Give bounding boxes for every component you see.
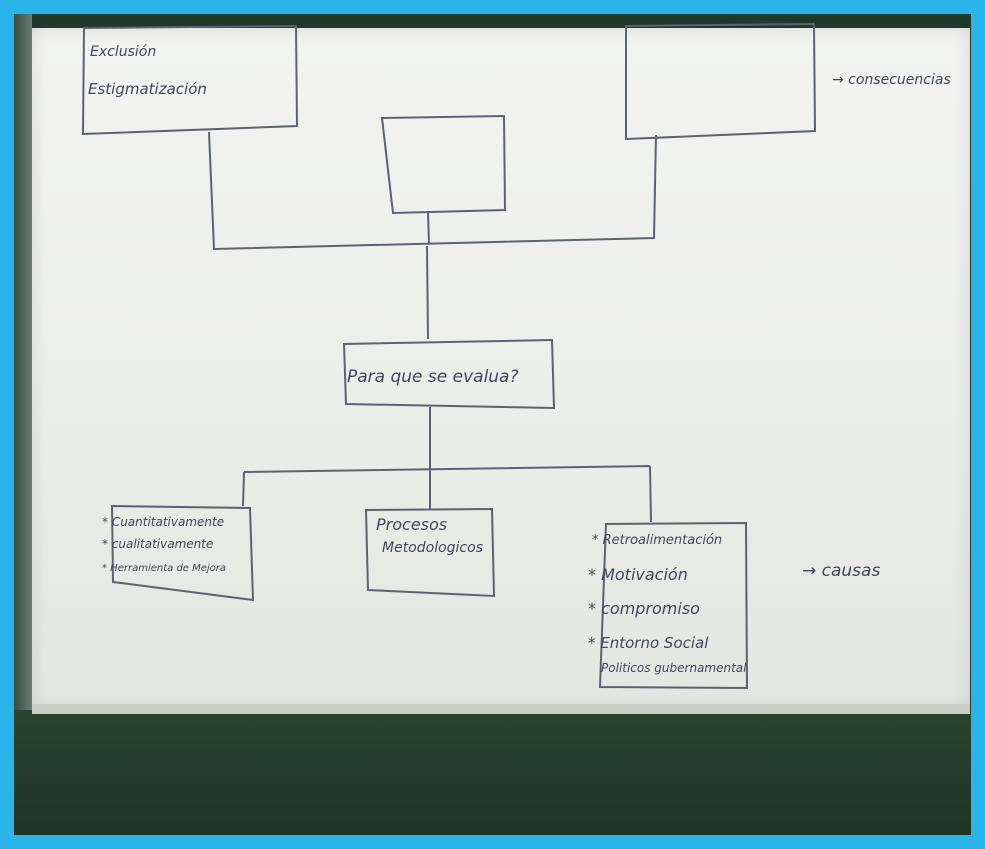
box-bottom-right bbox=[598, 521, 749, 690]
board-left-edge bbox=[14, 14, 32, 714]
middle-line-2: Metodologicos bbox=[382, 540, 483, 556]
right-item-3: * compromiso bbox=[588, 599, 700, 618]
green-wall bbox=[14, 710, 971, 835]
label-causes: → causas bbox=[802, 561, 880, 581]
middle-line-1: Procesos bbox=[376, 515, 447, 534]
box-top-right bbox=[625, 22, 817, 141]
whiteboard bbox=[32, 28, 970, 710]
right-item-1: * Retroalimentación bbox=[592, 533, 722, 548]
text-central-question: Para que se evalua? bbox=[347, 367, 519, 387]
box-bottom-left bbox=[110, 504, 255, 602]
box-central bbox=[342, 338, 556, 410]
text-exclusion: Exclusión bbox=[90, 44, 156, 60]
text-stigmatization: Estigmatización bbox=[88, 80, 207, 98]
right-item-5: Politicos gubernamental bbox=[601, 661, 747, 675]
box-bottom-middle bbox=[364, 507, 496, 598]
tree-diagram: Exclusión Estigmatización → consecuencia… bbox=[81, 22, 951, 690]
box-top-left bbox=[81, 24, 299, 136]
connector-bottom bbox=[242, 407, 652, 523]
right-item-4: * Entorno Social bbox=[588, 634, 709, 652]
right-item-2: * Motivación bbox=[588, 565, 688, 584]
connector-top bbox=[208, 131, 657, 340]
left-item-2: * cualitativamente bbox=[102, 537, 213, 551]
label-consequences: → consecuencias bbox=[832, 72, 951, 88]
board-tray bbox=[32, 704, 970, 714]
left-item-3: * Herramienta de Mejora bbox=[102, 563, 226, 574]
box-top-center bbox=[380, 114, 507, 215]
left-item-1: * Cuantitativamente bbox=[102, 515, 224, 529]
